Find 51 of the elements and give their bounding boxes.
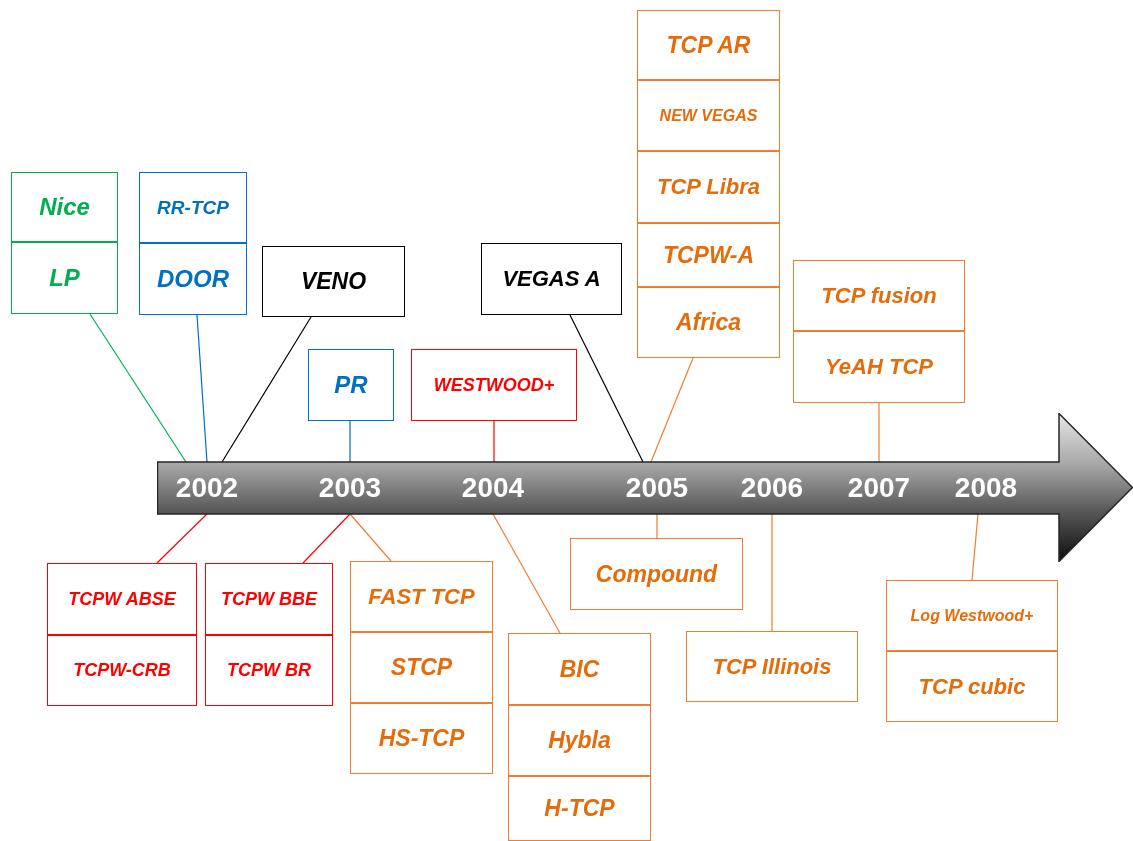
year-label: 2007 [847, 474, 911, 502]
connector-line [878, 402, 880, 463]
year-label: 2005 [625, 474, 689, 502]
connector-line [569, 314, 644, 463]
algorithm-box: WESTWOOD+ [411, 349, 577, 421]
algorithm-box: VENO [262, 246, 405, 317]
algorithm-box: H-TCP [508, 776, 651, 841]
connector-line [971, 513, 979, 581]
algorithm-box: LP [11, 242, 118, 314]
connector-line [650, 357, 694, 463]
algorithm-box: RR-TCP [139, 172, 247, 243]
algorithm-box: DOOR [139, 243, 247, 315]
connector-line [656, 513, 658, 539]
connector-line [196, 314, 208, 463]
connector-line [493, 420, 495, 463]
connector-line [302, 513, 351, 564]
algorithm-box: TCPW BBE [205, 563, 333, 635]
algorithm-box: PR [308, 349, 394, 421]
year-label: 2002 [175, 474, 239, 502]
algorithm-box: STCP [350, 632, 493, 703]
year-label: 2004 [461, 474, 525, 502]
algorithm-box: TCP Libra [637, 151, 780, 223]
algorithm-box: TCP fusion [793, 260, 965, 331]
algorithm-box: Africa [637, 287, 780, 358]
connector-line [89, 313, 187, 463]
algorithm-box: BIC [508, 633, 651, 705]
algorithm-box: TCP AR [637, 10, 780, 80]
algorithm-box: FAST TCP [350, 561, 493, 632]
algorithm-box: YeAH TCP [793, 331, 965, 403]
year-label: 2008 [954, 474, 1018, 502]
algorithm-box: VEGAS A [481, 243, 622, 315]
connector-line [156, 513, 208, 564]
algorithm-box: Compound [570, 538, 743, 610]
algorithm-box: Hybla [508, 705, 651, 776]
year-label: 2003 [318, 474, 382, 502]
algorithm-box: TCP Illinois [686, 631, 858, 702]
connector-line [492, 513, 561, 634]
algorithm-box: TCP cubic [886, 651, 1058, 722]
algorithm-box: TCPW BR [205, 635, 333, 706]
algorithm-box: HS-TCP [350, 703, 493, 774]
algorithm-box: TCPW-CRB [47, 635, 197, 706]
algorithm-box: Log Westwood+ [886, 580, 1058, 651]
algorithm-box: Nice [11, 172, 118, 242]
connector-line [221, 316, 312, 463]
connector-line [349, 513, 392, 562]
connector-line [349, 420, 351, 463]
year-label: 2006 [740, 474, 804, 502]
connector-line [771, 513, 773, 632]
algorithm-box: NEW VEGAS [637, 80, 780, 151]
algorithm-box: TCPW-A [637, 223, 780, 287]
algorithm-box: TCPW ABSE [47, 563, 197, 635]
